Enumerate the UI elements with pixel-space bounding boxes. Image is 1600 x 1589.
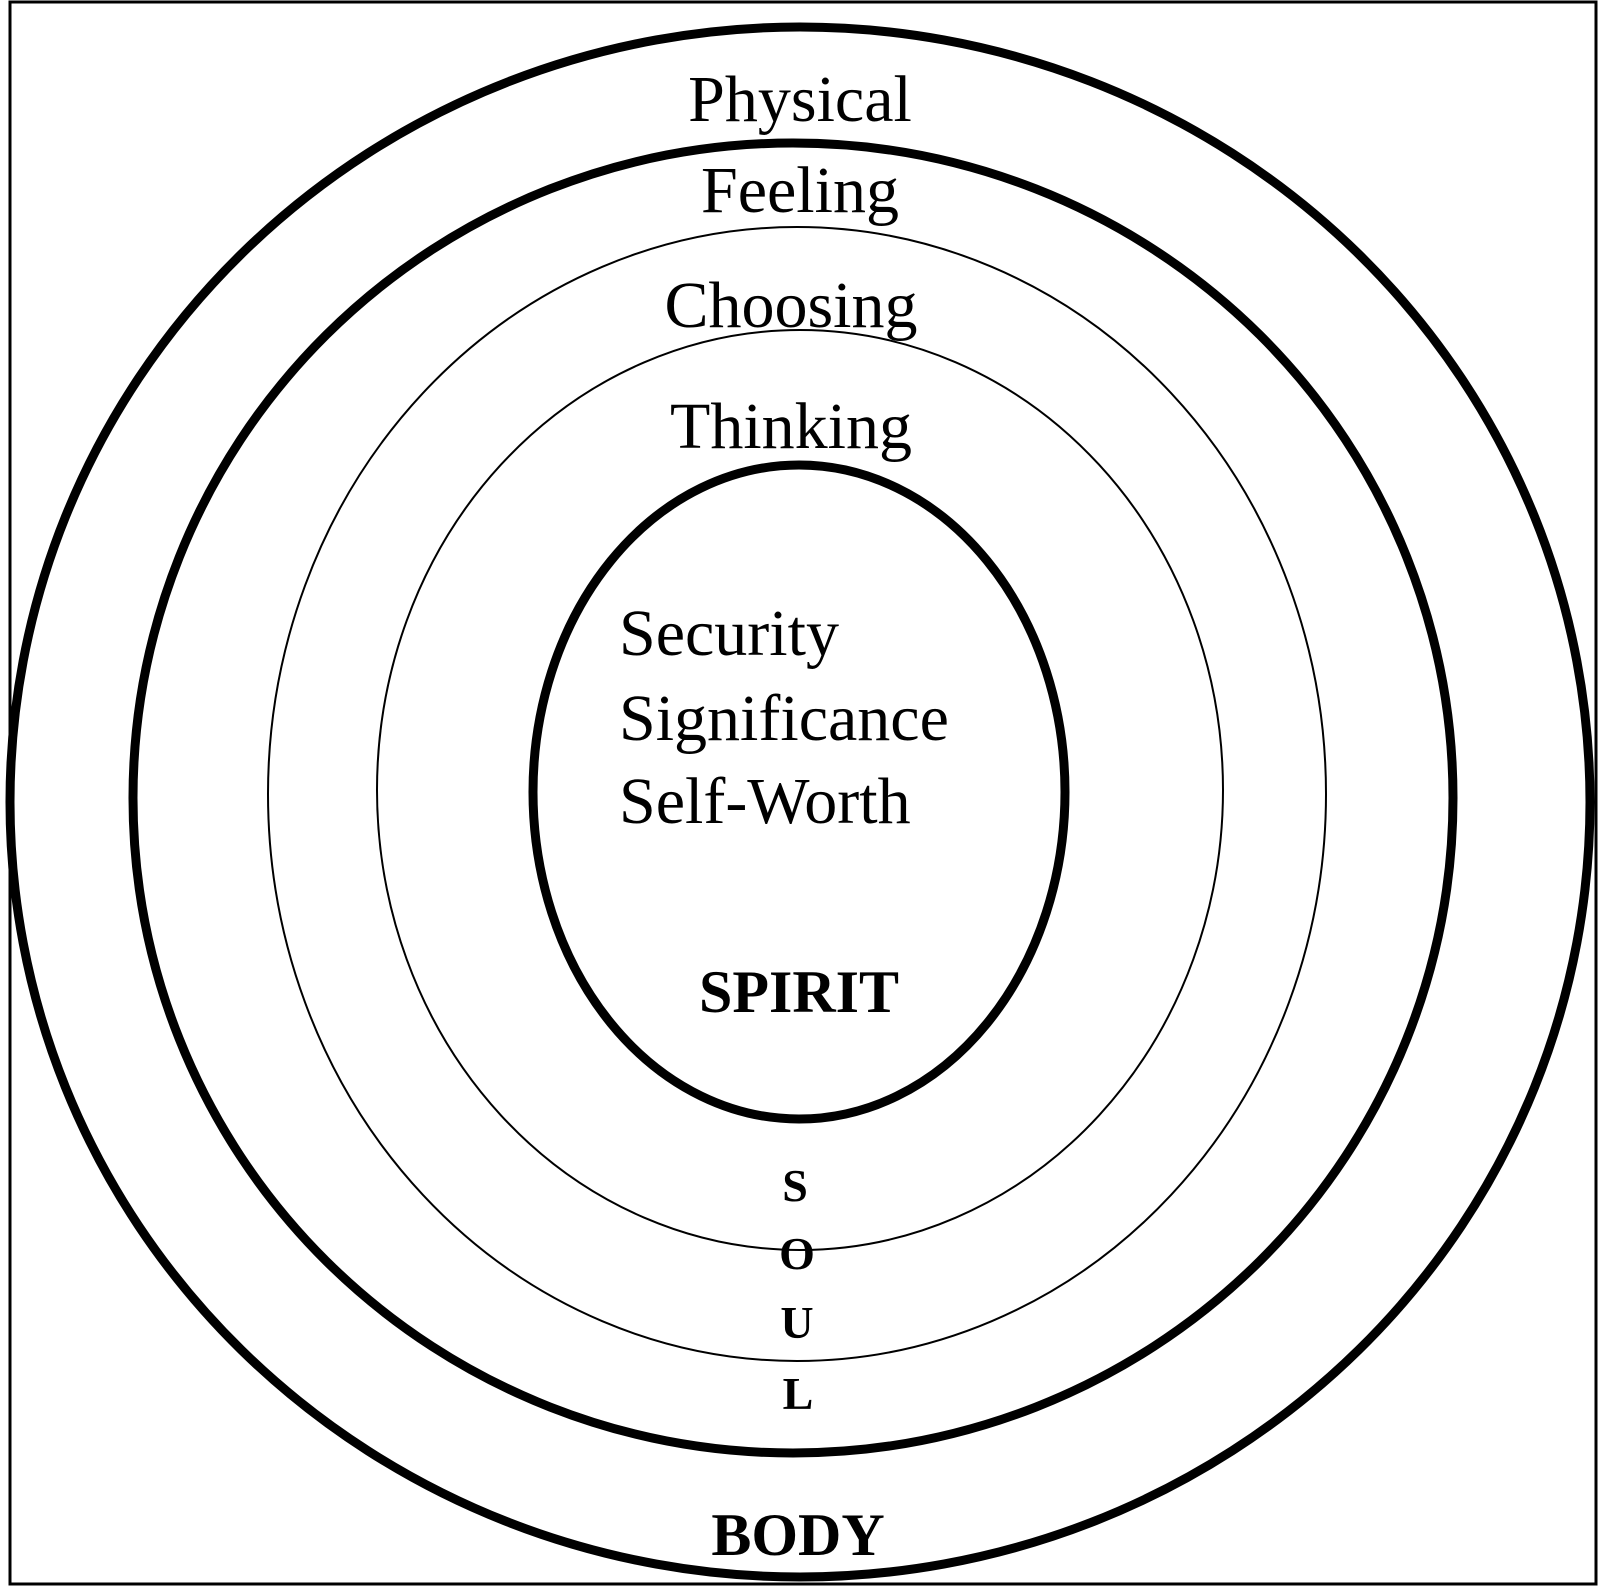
choosing-ring — [267, 226, 1327, 1362]
spirit-ring — [528, 460, 1070, 1124]
thinking-label: Thinking — [670, 390, 912, 463]
soul-letter-u: U — [780, 1297, 813, 1348]
soul-letter-o: O — [779, 1228, 815, 1279]
soul-letter-s: S — [782, 1160, 808, 1211]
soul-letter-l: L — [783, 1368, 814, 1419]
spirit-label: SPIRIT — [699, 959, 899, 1025]
body-ring — [5, 22, 1595, 1582]
feeling-label: Feeling — [701, 154, 899, 227]
physical-label: Physical — [688, 63, 912, 136]
body-label: BODY — [711, 1502, 884, 1568]
core-need-security: Security — [619, 597, 839, 670]
core-need-significance: Significance — [619, 682, 949, 755]
soul-ring — [128, 138, 1458, 1458]
choosing-label: Choosing — [664, 269, 917, 342]
thinking-ring — [376, 329, 1224, 1251]
core-need-self-worth: Self-Worth — [619, 765, 911, 838]
